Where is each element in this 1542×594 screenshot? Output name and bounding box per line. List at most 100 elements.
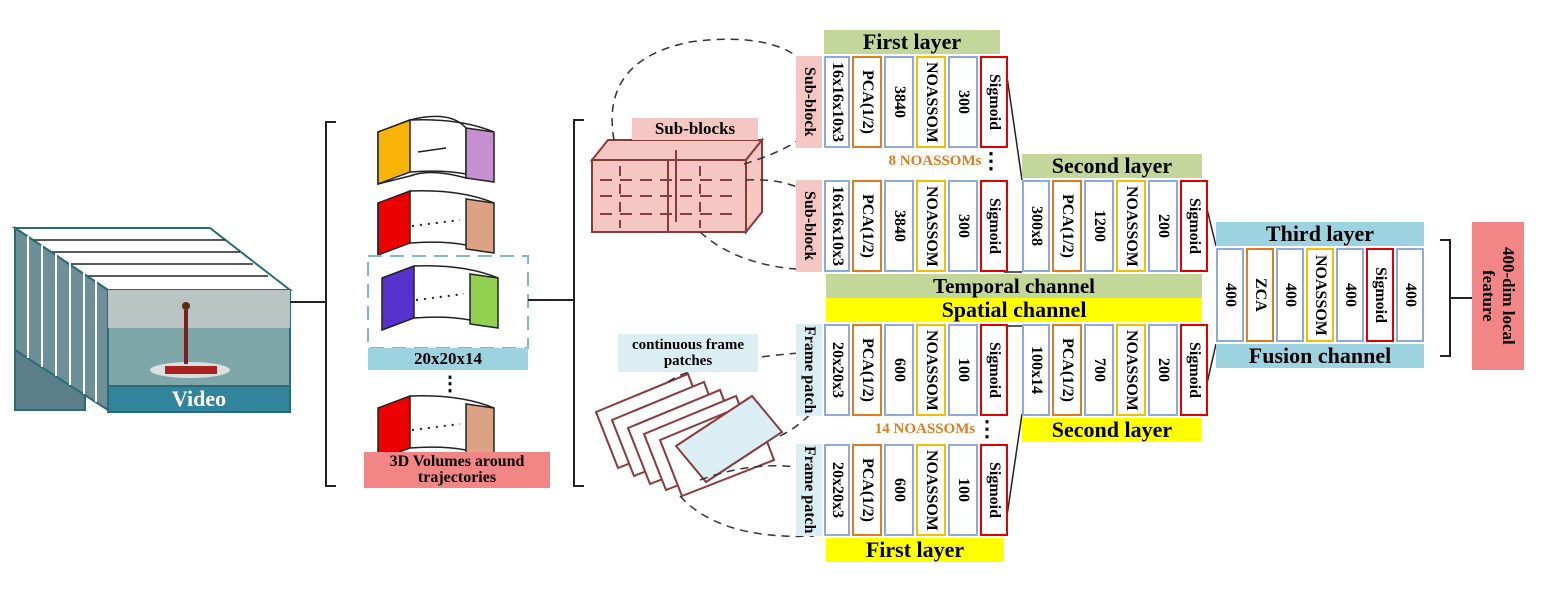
temporal-first-a-column-3: 3840 — [884, 56, 914, 148]
spatial-channel-label: Spatial channel — [826, 297, 1202, 322]
temporal-first-a-column-5: 300 — [948, 56, 978, 148]
fusion-column-6-label: Sigmoid — [1372, 266, 1389, 323]
temporal-first-b-column-6: Sigmoid — [980, 180, 1008, 272]
spatial-first-b-column-6: Sigmoid — [980, 444, 1008, 536]
spatial-first-a-column-1: 20x20x3 — [824, 324, 850, 416]
temporal-first-layer-title: First layer — [824, 29, 1000, 54]
spatial-first-b-column-2-label: PCA(1/2) — [859, 458, 876, 522]
spatial-first-a-column-6: Sigmoid — [980, 324, 1008, 416]
temporal-first-a-column-4: NOASSOM — [916, 56, 946, 148]
spatial-first-a-column-3: 600 — [884, 324, 914, 416]
temporal-row-label-1: Sub-block — [796, 56, 822, 148]
spatial-second-column-5: 200 — [1148, 324, 1178, 416]
temporal-first-a-column-3-label: 3840 — [891, 86, 908, 118]
spatial-first-a-column-4: NOASSOM — [916, 324, 946, 416]
spatial-first-a-column-4-label: NOASSOM — [923, 329, 940, 411]
temporal-second-column-5-label: 200 — [1155, 214, 1172, 238]
temporal-second-column-3: 1200 — [1084, 180, 1114, 272]
fusion-column-2-label: ZCA — [1252, 278, 1269, 312]
third-layer-title: Third layer — [1216, 221, 1424, 246]
temporal-second-column-5: 200 — [1148, 180, 1178, 272]
volume-3-icon — [381, 264, 499, 332]
temporal-second-column-2: PCA(1/2) — [1052, 180, 1082, 272]
spatial-first-b-column-3-label: 600 — [891, 478, 908, 502]
spatial-second-column-6: Sigmoid — [1180, 324, 1208, 416]
fusion-column-5: 400 — [1336, 248, 1364, 342]
fusion-column-3-label: 400 — [1282, 283, 1299, 307]
spatial-first-b-column-4-label: NOASSOM — [923, 449, 940, 531]
temporal-first-a-column-1: 16x16x10x3 — [824, 56, 850, 148]
temporal-ellipsis: ⋮ — [980, 148, 1002, 173]
spatial-second-layer-title: Second layer — [1022, 417, 1202, 442]
temporal-second-column-1-label: 300x8 — [1028, 206, 1045, 246]
fusion-column-6: Sigmoid — [1366, 248, 1394, 342]
temporal-second-column-6: Sigmoid — [1180, 180, 1208, 272]
temporal-count-label: 8 NOASSOMs — [888, 152, 982, 169]
spatial-row-label-2: Frame patch — [796, 444, 822, 536]
spatial-ellipsis: ⋮ — [976, 416, 998, 441]
temporal-first-b-column-6-label: Sigmoid — [986, 197, 1003, 254]
temporal-second-column-1: 300x8 — [1022, 180, 1050, 272]
spatial-first-b-column-2: PCA(1/2) — [852, 444, 882, 536]
spatial-first-b-column-1: 20x20x3 — [824, 444, 850, 536]
fusion-column-4: NOASSOM — [1306, 248, 1334, 342]
spatial-first-b-column-4: NOASSOM — [916, 444, 946, 536]
temporal-first-a-column-5-label: 300 — [955, 90, 972, 114]
temporal-second-column-2-label: PCA(1/2) — [1059, 194, 1076, 258]
temporal-first-b-column-1: 16x16x10x3 — [824, 180, 850, 272]
fusion-column-7-label: 400 — [1402, 283, 1419, 307]
temporal-second-column-4-label: NOASSOM — [1123, 185, 1140, 267]
fusion-column-2: ZCA — [1246, 248, 1274, 342]
spatial-second-column-4: NOASSOM — [1116, 324, 1146, 416]
subblocks-label: Sub-blocks — [632, 118, 758, 140]
spatial-first-a-column-1-label: 20x20x3 — [829, 342, 846, 398]
spatial-first-a-column-5: 100 — [948, 324, 978, 416]
volume-1-icon — [377, 115, 495, 186]
video-stack-icon — [11, 226, 293, 413]
temporal-channel-label: Temporal channel — [826, 274, 1202, 298]
patches-label: continuous frame patches — [618, 334, 758, 372]
spatial-first-a-column-2-label: PCA(1/2) — [859, 338, 876, 402]
temporal-first-b-column-5-label: 300 — [955, 214, 972, 238]
subblocks-cube-icon — [589, 137, 765, 235]
fusion-column-3: 400 — [1276, 248, 1304, 342]
fusion-column-5-label: 400 — [1342, 283, 1359, 307]
fusion-channel-label: Fusion channel — [1216, 343, 1424, 368]
volumes-ellipsis: ⋮ — [440, 372, 460, 395]
spatial-count-label: 14 NOASSOMs — [874, 420, 976, 437]
temporal-first-a-column-2: PCA(1/2) — [852, 56, 882, 148]
spatial-first-b-column-5-label: 100 — [955, 478, 972, 502]
spatial-first-layer-title: First layer — [826, 537, 1004, 562]
spatial-second-column-2: PCA(1/2) — [1052, 324, 1082, 416]
spatial-second-column-1: 100x14 — [1022, 324, 1050, 416]
temporal-first-b-column-3: 3840 — [884, 180, 914, 272]
spatial-second-column-6-label: Sigmoid — [1186, 341, 1203, 398]
temporal-first-b-column-2: PCA(1/2) — [852, 180, 882, 272]
spatial-second-column-3: 700 — [1084, 324, 1114, 416]
spatial-second-column-5-label: 200 — [1155, 358, 1172, 382]
spatial-first-b-column-5: 100 — [948, 444, 978, 536]
temporal-first-b-column-1-label: 16x16x10x3 — [829, 186, 846, 266]
volumes-caption: 3D Volumes around trajectories — [364, 452, 550, 488]
volume-size-label: 20x20x14 — [368, 348, 528, 370]
temporal-second-column-3-label: 1200 — [1091, 210, 1108, 242]
volume-2-icon — [377, 189, 495, 257]
temporal-first-a-column-1-label: 16x16x10x3 — [829, 62, 846, 142]
temporal-row-label-2: Sub-block — [796, 180, 822, 272]
spatial-first-a-column-3-label: 600 — [891, 358, 908, 382]
temporal-second-layer-title: Second layer — [1022, 153, 1202, 178]
temporal-first-b-column-4: NOASSOM — [916, 180, 946, 272]
video-label: Video — [171, 386, 227, 411]
temporal-first-a-column-6-label: Sigmoid — [986, 73, 1003, 130]
spatial-first-b-column-6-label: Sigmoid — [986, 461, 1003, 518]
temporal-first-b-column-2-label: PCA(1/2) — [859, 194, 876, 258]
temporal-first-a-column-2-label: PCA(1/2) — [859, 70, 876, 134]
output-feature-label: 400-dim local feature — [1472, 222, 1524, 370]
temporal-second-column-6-label: Sigmoid — [1186, 197, 1203, 254]
spatial-second-column-3-label: 700 — [1091, 358, 1108, 382]
temporal-first-b-column-3-label: 3840 — [891, 210, 908, 242]
fusion-column-1: 400 — [1216, 248, 1244, 342]
spatial-first-b-column-1-label: 20x20x3 — [829, 462, 846, 518]
